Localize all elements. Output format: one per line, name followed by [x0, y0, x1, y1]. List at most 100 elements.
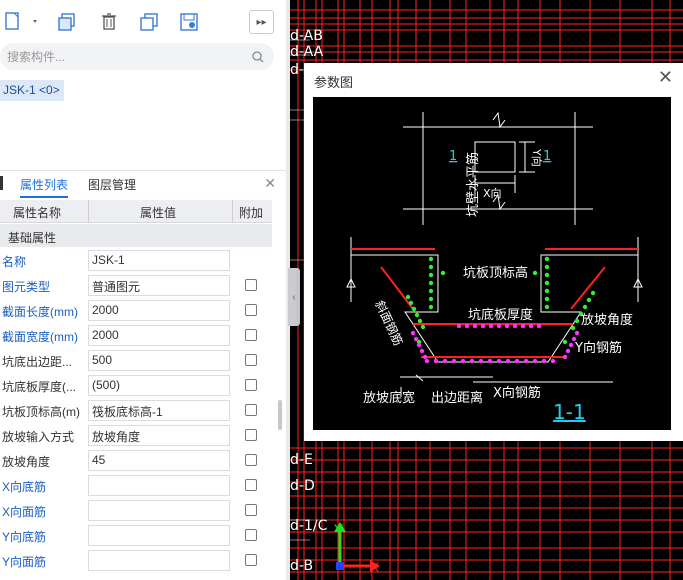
layer-copy-button[interactable]	[136, 10, 162, 34]
rebar-dot	[520, 323, 526, 329]
rebar-dot	[544, 256, 550, 262]
new-component-button[interactable]	[2, 10, 42, 34]
extra-checkbox[interactable]	[245, 454, 257, 466]
property-name: X向面筋	[2, 505, 47, 519]
break-mark-icon	[492, 111, 506, 129]
rebar-dot	[512, 323, 518, 329]
plan-pit-rect	[474, 141, 516, 173]
extra-checkbox[interactable]	[245, 379, 257, 391]
property-value-field[interactable]: 放坡角度	[88, 425, 230, 446]
rebar-dot	[550, 358, 556, 364]
property-value-field[interactable]: 500	[88, 350, 230, 371]
close-icon[interactable]: ✕	[264, 175, 276, 191]
property-value-field[interactable]	[88, 500, 230, 521]
rebar-dot	[428, 272, 434, 278]
close-icon[interactable]: ✕	[657, 67, 673, 87]
extra-checkbox[interactable]	[245, 329, 257, 341]
label-y-rebar: Y向钢筋	[574, 340, 622, 356]
property-value-field[interactable]: 筏板底标高-1	[88, 400, 230, 421]
rebar-dot	[514, 358, 520, 364]
table-row: 坑板顶标高(m)筏板底标高-1	[0, 398, 272, 423]
plan-y-dir: Y向	[530, 148, 544, 167]
search-input[interactable]: 搜索构件...	[0, 43, 274, 70]
property-value-field[interactable]: 2000	[88, 300, 230, 321]
rebar-dot	[565, 348, 571, 354]
plan-marker-left: 1	[449, 149, 457, 164]
rebar-dot	[424, 358, 430, 364]
rebar-dot	[532, 270, 538, 276]
table-row: Y向面筋	[0, 548, 272, 573]
rebar-dot	[428, 288, 434, 294]
rebar-dot	[574, 330, 580, 336]
scrollbar[interactable]	[278, 400, 282, 430]
rebar-dot	[541, 358, 547, 364]
property-value-field[interactable]: 45	[88, 450, 230, 471]
rebar-dots-magenta	[410, 323, 580, 364]
extra-checkbox[interactable]	[245, 404, 257, 416]
property-value-field[interactable]: (500)	[88, 375, 230, 396]
extra-checkbox[interactable]	[245, 479, 257, 491]
rebar-dot	[505, 358, 511, 364]
rebar-dots-green	[405, 256, 596, 345]
label-slope-width: 放坡底宽	[363, 390, 415, 406]
new-component-icon	[5, 12, 37, 30]
plan-x-dir: X向	[483, 186, 502, 200]
label-bottom-thick: 坑底板厚度	[468, 307, 533, 323]
property-value-field[interactable]: 2000	[88, 325, 230, 346]
extra-checkbox[interactable]	[245, 554, 257, 566]
collapse-panel-button[interactable]: ‹	[288, 268, 300, 326]
rebar-dot	[523, 358, 529, 364]
property-value-field[interactable]: 普通图元	[88, 275, 230, 296]
tree-item-jsk1[interactable]: JSK-1 <0>	[0, 80, 64, 101]
import-button[interactable]	[176, 10, 202, 34]
rebar-dot	[417, 318, 423, 324]
copy-button[interactable]	[54, 10, 80, 34]
axis-label: d-B	[290, 558, 313, 574]
extra-checkbox[interactable]	[245, 304, 257, 316]
tab-layers[interactable]: 图层管理	[88, 178, 137, 192]
rebar-dot	[570, 325, 576, 331]
table-row: 坑底板厚度(...(500)	[0, 373, 272, 398]
rebar-dot	[532, 358, 538, 364]
rebar-dot	[582, 304, 588, 310]
group-basic-properties[interactable]: 基础属性	[0, 224, 272, 247]
section-name: 1-1	[553, 400, 586, 424]
property-value-field[interactable]	[88, 525, 230, 546]
rebar-dot	[440, 270, 446, 276]
property-name: 放坡输入方式	[2, 430, 75, 444]
more-button[interactable]: ▸▸	[249, 10, 274, 34]
property-name: 图元类型	[2, 280, 51, 294]
property-name: X向底筋	[2, 480, 47, 494]
axis-label: d-E	[290, 452, 313, 468]
component-panel: ▸▸ 搜索构件... JSK-1 <0> 属性列表 图层管理 ✕ 属性名称 属性…	[0, 0, 286, 580]
extra-checkbox[interactable]	[245, 429, 257, 441]
rebar-dot	[456, 323, 462, 329]
property-value-field[interactable]	[88, 550, 230, 571]
rebar-dot	[411, 306, 417, 312]
extra-checkbox[interactable]	[245, 279, 257, 291]
rebar-dot	[571, 336, 577, 342]
delete-button[interactable]	[96, 10, 122, 34]
rebar-dot	[562, 354, 568, 360]
rebar-dot	[586, 297, 592, 303]
property-name: 名称	[2, 255, 27, 269]
tab-properties[interactable]: 属性列表	[20, 176, 69, 198]
axis-label: d-AB	[290, 28, 323, 44]
rebar-dot	[487, 358, 493, 364]
axis-label: d-1/C	[290, 518, 328, 534]
property-value-field[interactable]: JSK-1	[88, 250, 230, 271]
rebar-dot	[472, 323, 478, 329]
rebar-dot	[544, 280, 550, 286]
property-value-field[interactable]	[88, 475, 230, 496]
property-tabs: 属性列表 图层管理 ✕	[0, 170, 286, 198]
rebar-dot	[536, 323, 542, 329]
extra-checkbox[interactable]	[245, 529, 257, 541]
extra-checkbox[interactable]	[245, 504, 257, 516]
layer-copy-icon	[140, 13, 158, 31]
rebar-dot	[544, 304, 550, 310]
label-wall-rebar: 坑壁水平筋	[465, 152, 481, 217]
extra-checkbox[interactable]	[245, 354, 257, 366]
property-name: 截面宽度(mm)	[2, 330, 78, 344]
search-icon	[252, 50, 264, 62]
property-name: Y向面筋	[2, 555, 47, 569]
